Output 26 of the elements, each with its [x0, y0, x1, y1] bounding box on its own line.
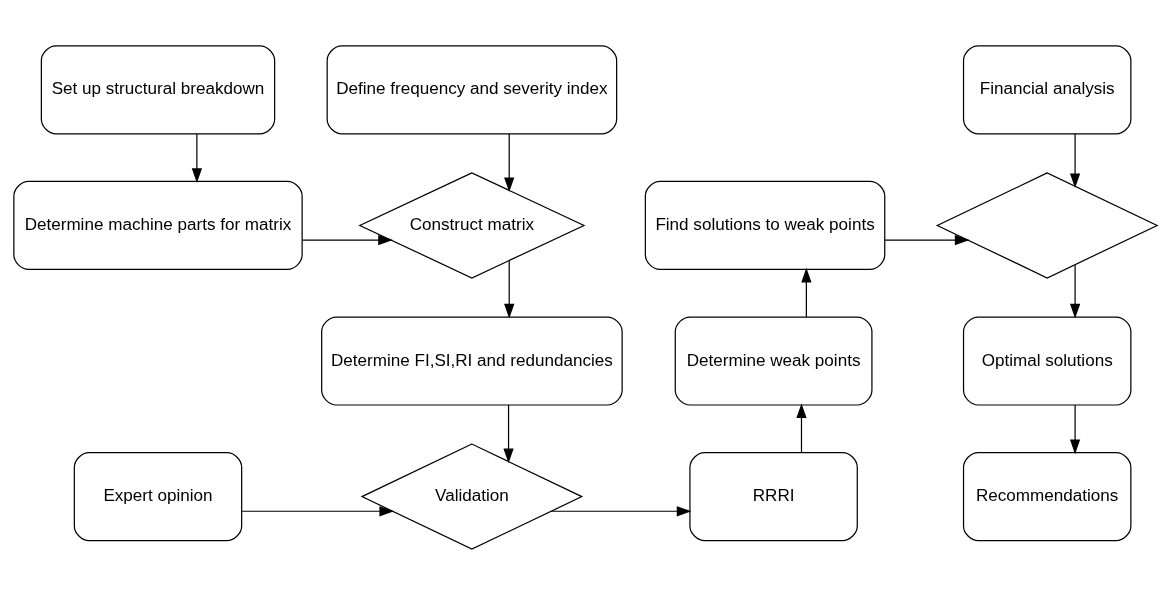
arrow	[801, 267, 812, 318]
node-diamond: Validation	[360, 443, 584, 550]
arrow	[191, 133, 202, 183]
arrow	[1069, 133, 1081, 189]
arrow	[796, 403, 807, 454]
arrow	[504, 133, 515, 193]
arrow	[884, 234, 970, 246]
arrow	[241, 506, 395, 517]
node-box: Expert opinion	[73, 452, 243, 542]
node-box: Determine FI,SI,RI and redundancies	[321, 316, 623, 406]
arrow	[503, 404, 514, 464]
arrow	[1069, 264, 1081, 319]
arrow	[550, 506, 692, 517]
node-diamond: Construct matrix	[358, 172, 586, 279]
node-box: Determine machine parts for matrix	[13, 180, 303, 271]
node-box: Determine weak points	[674, 316, 873, 406]
arrow	[301, 234, 393, 246]
node-box: Recommendations	[962, 452, 1132, 542]
node-box: Optimal solutions	[962, 316, 1132, 406]
node-box: RRRI	[689, 452, 858, 542]
arrow	[504, 260, 515, 319]
node-box: Financial analysis	[962, 45, 1132, 135]
arrow	[1069, 404, 1081, 455]
node-box: Find solutions to weak points	[644, 180, 886, 271]
node-box: Set up structural breakdown	[40, 45, 276, 135]
node-box: Define frequency and severity index	[326, 45, 618, 135]
